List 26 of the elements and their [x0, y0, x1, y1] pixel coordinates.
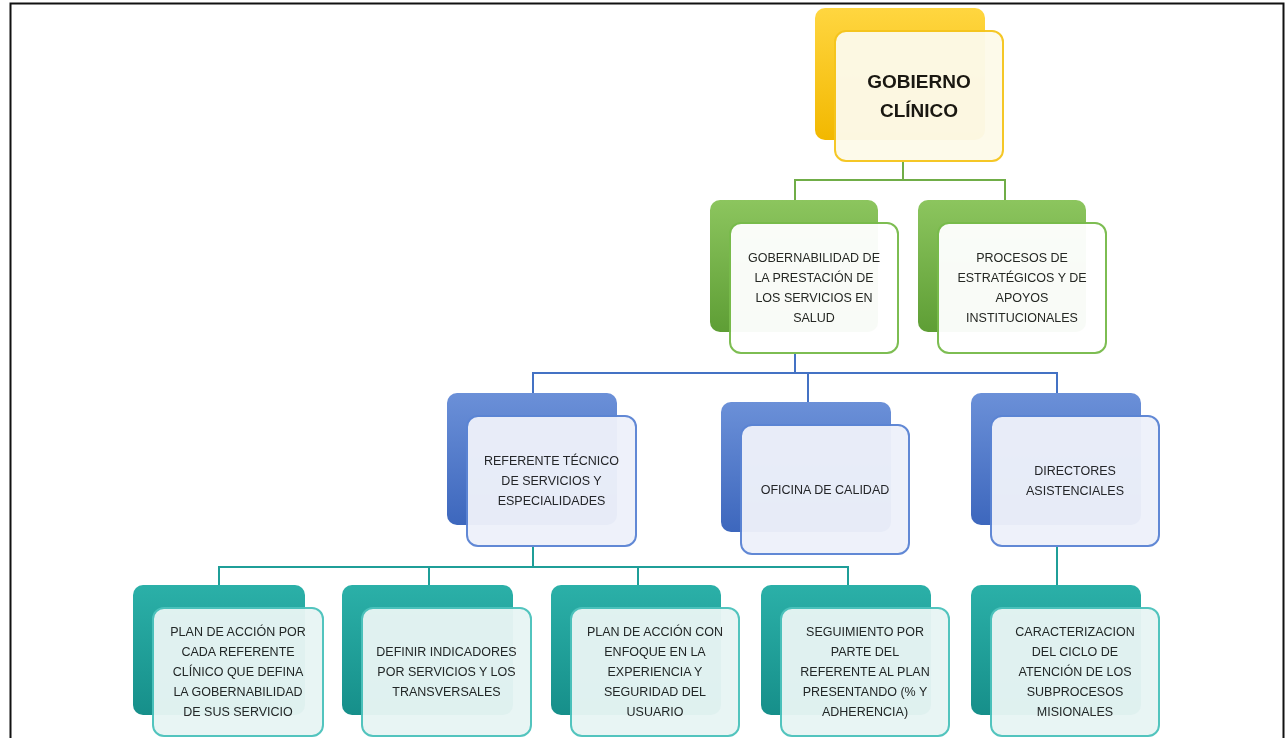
org-chart-box [815, 8, 1004, 162]
box-text: GOBERNABILIDAD DE LA PRESTACIÓN DE LOS SERVICIOS EN SALUD [747, 250, 881, 327]
org-chart-box [551, 585, 740, 737]
org-chart-box [918, 200, 1107, 354]
box-text: CARACTERIZACION DEL CICLO DE ATENCIÓN DE LOS SUBPROCESOS MISIONALES [1014, 624, 1136, 721]
org-chart-box [761, 585, 950, 737]
org-chart-box [971, 393, 1160, 547]
box-text: PLAN DE ACCIÓN CON ENFOQUE EN LA EXPERIENCIA Y SEGURIDAD DEL USUARIO [585, 623, 725, 721]
org-chart-box [971, 585, 1160, 737]
box-text: PROCESOS DE ESTRATÉGICOS Y DE APOYOS INSTITUCIONALES [956, 250, 1088, 327]
org-chart-box [447, 393, 637, 547]
org-chart-box [710, 200, 899, 354]
box-text: REFERENTE TÉCNICO DE SERVICIOS Y ESPECIALIDADES [482, 452, 621, 510]
org-chart-box [342, 585, 532, 737]
connector-line [1056, 546, 1058, 586]
box-text: GOBIERNO CLÍNICO [866, 70, 972, 123]
connector-line [532, 546, 849, 586]
box-text: DIRECTORES ASISTENCIALES [1025, 463, 1125, 500]
org-chart-box [133, 585, 324, 737]
connector-line [902, 161, 1006, 201]
box-text: PLAN DE ACCIÓN POR CADA REFERENTE CLÍNICO QUE DEFINA LA GOBERNABILIDAD DE SUS SERVICIO [169, 623, 307, 721]
box-text: SEGUIMIENTO POR PARTE DEL REFERENTE AL PLAN PRESENTANDO (% Y ADHERENCIA) [799, 624, 931, 721]
box-text: DEFINIR INDICADORES POR SERVICIOS Y LOS TRANSVERSALES [375, 644, 518, 701]
org-chart-box [721, 402, 910, 555]
box-text: OFICINA DE CALIDAD [760, 481, 890, 499]
connector-line [794, 353, 1058, 394]
